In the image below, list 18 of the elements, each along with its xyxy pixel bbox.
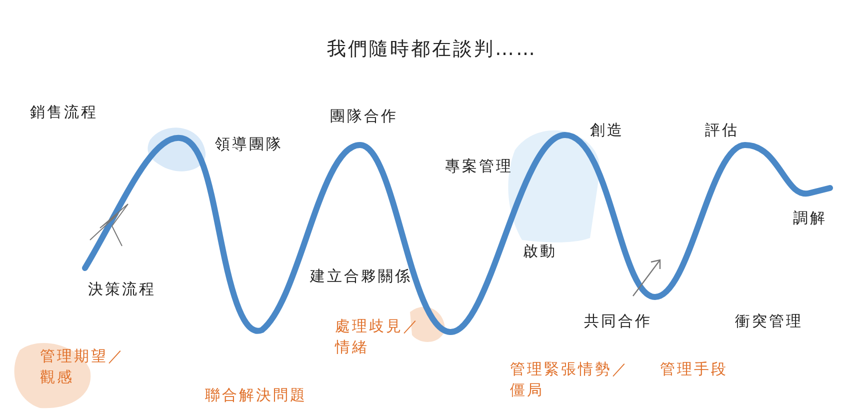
- stage-label: 建立合夥關係: [310, 266, 412, 287]
- annotation-text: 處理歧見／情緒: [335, 316, 421, 358]
- annotation-text: 管理緊張情勢／僵局: [510, 359, 630, 401]
- stage-label: 啟動: [523, 241, 557, 262]
- title: 我們隨時都在談判……: [326, 37, 538, 62]
- stage-label: 銷售流程: [30, 102, 98, 123]
- stage-label: 團隊合作: [330, 106, 398, 127]
- stage-label: 創造: [590, 120, 624, 141]
- stage-label: 衝突管理: [735, 311, 803, 332]
- annotation-text: 管理手段: [660, 359, 728, 380]
- stage-label: 決策流程: [88, 279, 156, 300]
- annotation-text: 聯合解決問題: [205, 385, 307, 406]
- stage-label: 專案管理: [445, 156, 513, 177]
- stage-label: 共同合作: [584, 311, 652, 332]
- stage-label: 評估: [705, 120, 739, 141]
- stage-label: 調解: [793, 208, 827, 229]
- stage-label: 領導團隊: [215, 134, 283, 155]
- annotation-text: 管理期望／觀感: [40, 346, 126, 388]
